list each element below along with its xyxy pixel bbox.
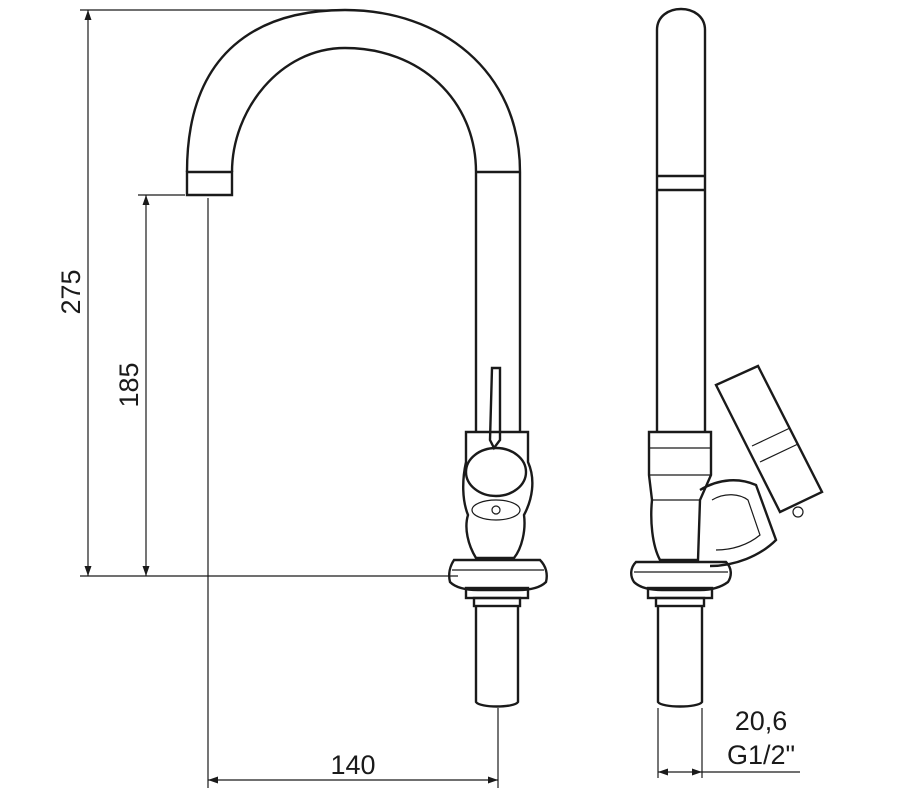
front-spout-inner [230,46,478,432]
side-cartridge-neck [699,479,778,568]
side-lever-handle [714,364,824,514]
side-body [647,430,713,562]
front-spout-tip [185,170,234,197]
front-cartridge-disc [464,446,528,498]
side-riser [655,7,707,432]
dimension-lines: 275 185 140 20,6 G1/2" [56,9,800,788]
dim-label-thread: G1/2" [727,740,795,770]
side-lever-band [751,427,791,447]
dim-label-spout-reach: 140 [330,750,375,780]
front-body [462,430,534,560]
side-base-ring [630,560,732,592]
front-tail-pipe [474,606,520,708]
front-spout-outer [185,8,522,432]
front-lever-handle [488,366,502,451]
side-base-washer [654,596,706,608]
side-lever-screw [792,506,804,518]
side-lever-band-2 [759,443,799,463]
dim-label-overall-height: 275 [56,269,86,314]
front-cartridge-lower [471,499,521,521]
front-base-washer [472,596,522,608]
dim-label-tail-diameter: 20,6 [735,706,788,736]
dim-label-spout-height: 185 [114,362,144,407]
front-set-screw [491,505,501,515]
side-cartridge-inner [711,494,761,551]
front-view [185,8,548,708]
front-base-ring [448,558,548,592]
side-tail-pipe [656,606,704,708]
side-view [630,7,824,708]
